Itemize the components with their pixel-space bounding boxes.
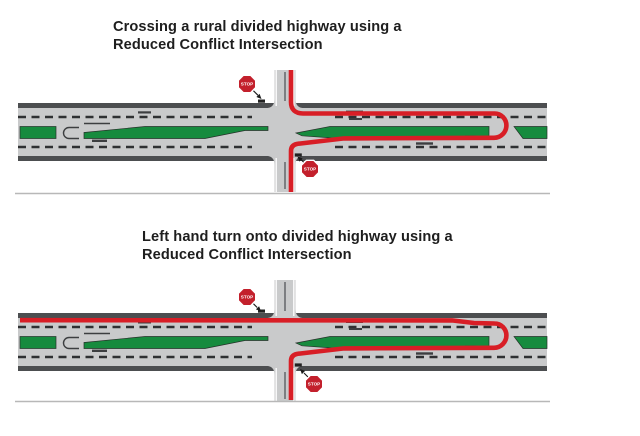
crossing-diagram: STOP bbox=[15, 68, 550, 195]
stop-sign-south-group bbox=[297, 156, 320, 179]
stop-sign-pointer-arrowhead bbox=[255, 306, 261, 312]
route-path-left-turn bbox=[19, 317, 509, 400]
left-turn-diagram-title: Left hand turn onto divided highway usin… bbox=[142, 229, 453, 264]
stop-sign-icon bbox=[237, 287, 257, 307]
stop-sign-icon bbox=[237, 74, 257, 94]
left-turn-title-line2: Reduced Conflict Intersection bbox=[142, 246, 352, 263]
left-turn-diagram-content bbox=[15, 278, 550, 404]
crossing-title-line2: Reduced Conflict Intersection bbox=[113, 36, 323, 53]
stop-sign-north-group bbox=[237, 74, 262, 99]
stop-sign-pointer-arrowhead bbox=[297, 156, 303, 162]
stop-sign-pointer bbox=[303, 372, 309, 378]
roadway bbox=[16, 278, 549, 404]
crossing-title-line1: Crossing a rural divided highway using a bbox=[113, 19, 402, 35]
stop-sign-north-group bbox=[237, 287, 261, 312]
stop-sign-icon bbox=[304, 374, 324, 394]
left-turn-diagram bbox=[15, 278, 550, 404]
roadway bbox=[16, 68, 549, 194]
stop-sign-pointer-arrowhead bbox=[300, 369, 306, 375]
stop-sign-pointer-arrowhead bbox=[256, 93, 262, 99]
left-turn-title-line1: Left hand turn onto divided highway usin… bbox=[142, 229, 453, 245]
route-path-crossing bbox=[288, 70, 509, 192]
crossing-diagram-title: Crossing a rural divided highway using a… bbox=[113, 19, 402, 54]
stop-sign-south-group bbox=[300, 369, 324, 394]
stop-sign-icon bbox=[300, 159, 320, 179]
